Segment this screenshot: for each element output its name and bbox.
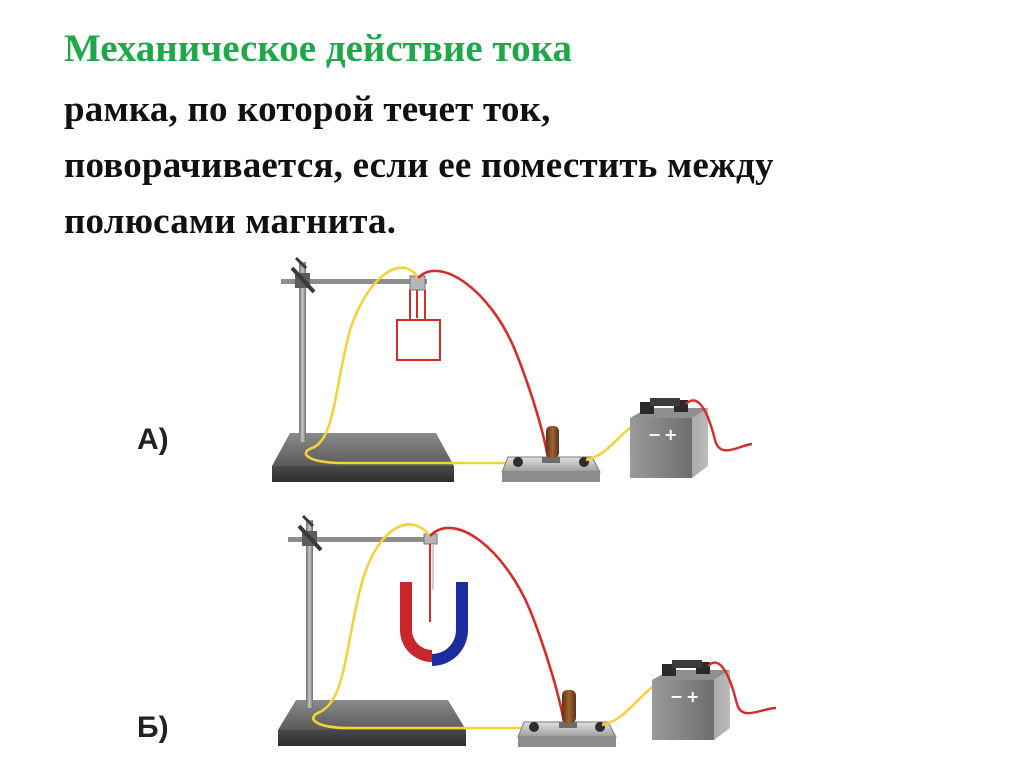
battery-plus-sign: + bbox=[664, 425, 677, 444]
slide-title: Механическое действие тока bbox=[64, 27, 572, 70]
yellow-wire bbox=[312, 523, 530, 730]
horseshoe-magnet bbox=[400, 582, 468, 666]
description-line-2: поворачивается, если ее поместить между bbox=[64, 145, 774, 186]
clamp bbox=[297, 514, 323, 552]
battery-minus-sign: − bbox=[648, 425, 661, 444]
stand-rod bbox=[306, 520, 313, 708]
figure-b: − + bbox=[278, 514, 777, 747]
figure-b-label: Б) bbox=[137, 711, 169, 744]
yellow-wire bbox=[304, 266, 515, 465]
figure-a-label: А) bbox=[137, 423, 169, 456]
current-frame bbox=[396, 290, 441, 361]
red-wire-battery bbox=[707, 661, 777, 715]
red-wire bbox=[417, 269, 550, 459]
red-wire bbox=[429, 526, 566, 723]
slide-description: рамка, по которой течет ток, поворачивае… bbox=[64, 82, 964, 250]
stand-arm bbox=[281, 279, 427, 284]
red-wire-battery bbox=[685, 399, 753, 452]
battery: − + bbox=[630, 398, 708, 478]
stand-base bbox=[272, 433, 454, 482]
battery-plus-sign: + bbox=[686, 687, 699, 706]
stand-rod bbox=[299, 262, 306, 442]
switch bbox=[501, 426, 601, 482]
battery: − + bbox=[652, 660, 730, 740]
switch bbox=[517, 690, 617, 747]
description-line-3: полюсами магнита. bbox=[64, 201, 397, 242]
clamp bbox=[290, 256, 316, 294]
stand-arm bbox=[288, 537, 436, 542]
figure-a: − + bbox=[272, 256, 753, 482]
description-line-1: рамка, по которой течет ток, bbox=[64, 89, 551, 130]
battery-minus-sign: − bbox=[670, 687, 683, 706]
